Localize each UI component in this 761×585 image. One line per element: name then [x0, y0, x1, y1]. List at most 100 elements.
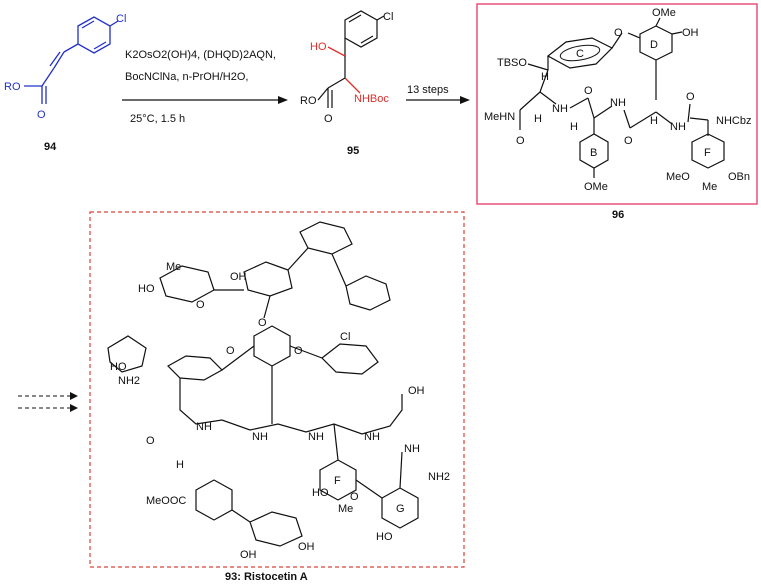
bond	[687, 103, 691, 123]
atom-o3: O	[624, 135, 633, 147]
compound-95-label: 95	[347, 145, 359, 157]
atom-o: O	[294, 345, 303, 357]
amino-sugar	[107, 335, 147, 373]
ring-c-label: C	[576, 48, 584, 60]
bond	[333, 423, 339, 461]
compound-93-label: 93: Ristocetin A	[225, 571, 308, 583]
arrow-1-head	[278, 96, 288, 104]
bond	[331, 253, 347, 287]
aryl-ring-94	[77, 16, 111, 54]
aryl-ring-right	[321, 343, 379, 375]
atom-ho: HO	[310, 41, 327, 53]
c-n-bond	[344, 77, 361, 94]
atom-nh1: NH	[552, 103, 568, 115]
compound-96: OMe O OH C D TBSO H MeHN O H NH O H NH	[484, 7, 751, 193]
bond	[519, 91, 541, 111]
c-oh-bond	[327, 46, 346, 57]
atom-ho-bottom: HO	[376, 531, 393, 543]
sugar-ring-mid	[243, 261, 293, 297]
atom-h4: H	[650, 115, 658, 127]
atom-h: H	[176, 459, 184, 471]
arrow-2-head	[460, 96, 470, 104]
atom-ho: HO	[312, 487, 329, 499]
aryl-ring-center	[253, 325, 291, 367]
atom-cl: Cl	[383, 11, 393, 23]
compound-96-box	[476, 3, 758, 205]
aromatic-bond	[360, 35, 374, 44]
bond	[587, 97, 595, 119]
ring-f-label: F	[334, 475, 341, 487]
aryl-ring-left	[167, 355, 223, 381]
bond	[629, 111, 657, 129]
alkene-double-bond	[49, 51, 61, 67]
atom-o: O	[258, 317, 267, 329]
bond	[289, 345, 323, 359]
vinyl-bond	[63, 43, 79, 53]
atom-ro: RO	[300, 95, 317, 107]
aromatic-bond	[93, 41, 107, 50]
reaction-arrow-1: K2OsO2(OH)4, (DHQD)2AQN, BocNClNa, n-PrO…	[122, 49, 288, 125]
bond	[627, 32, 641, 39]
aromatic-bond	[81, 20, 95, 29]
c-cl-bond	[109, 20, 119, 27]
atom-oh: OH	[230, 271, 247, 283]
atom-nh2: NH	[610, 97, 626, 109]
bond	[671, 31, 683, 35]
bond	[655, 17, 661, 27]
bond	[539, 69, 549, 93]
ring-b	[579, 133, 609, 169]
atom-h2: H	[534, 113, 542, 125]
dashed-arrow-2-head	[70, 404, 78, 412]
atom-me: Me	[702, 181, 717, 193]
sugar-ring-right	[345, 275, 391, 311]
bond	[569, 97, 589, 109]
ring-g-label: G	[396, 503, 405, 515]
ring-c-aromatic	[559, 44, 601, 62]
atom-o1: O	[516, 135, 525, 147]
atom-meooc: MeOOC	[146, 495, 186, 507]
atom-nh: NH	[404, 443, 420, 455]
bond	[287, 247, 309, 271]
atom-ro: RO	[4, 81, 21, 93]
atom-tbso: TBSO	[497, 57, 527, 69]
reagents-line-1: K2OsO2(OH)4, (DHQD)2AQN,	[125, 49, 276, 61]
atom-me: Me	[338, 503, 353, 515]
sugar-ring-bottom	[249, 511, 303, 547]
compound-94: Cl RO O 94	[4, 13, 126, 153]
peptide-backbone	[179, 378, 403, 435]
bond	[611, 32, 623, 49]
aryl-ring-95	[344, 10, 378, 48]
ring-f	[691, 133, 725, 169]
atom-nh: NH	[252, 431, 268, 443]
aryl-ring-bottom-left	[195, 479, 233, 521]
atom-oh: OH	[408, 385, 425, 397]
atom-o: O	[37, 109, 46, 121]
atom-cl: Cl	[340, 331, 350, 343]
bond	[231, 509, 251, 523]
bond	[623, 109, 631, 129]
compound-94-label: 94	[44, 141, 57, 153]
atom-o: O	[196, 299, 205, 311]
atom-nh3: NH	[670, 121, 686, 133]
compound-96-label: 96	[612, 209, 624, 221]
c-cl-bond	[376, 15, 385, 21]
ring-f-label: F	[704, 147, 711, 159]
aromatic-bond	[348, 14, 362, 23]
c-ester-bond	[327, 77, 346, 89]
sugar-ring-top	[299, 221, 353, 255]
atom-nh2: NH2	[428, 471, 450, 483]
bond	[689, 117, 709, 121]
atom-oh: OH	[240, 549, 257, 561]
compound-93: HO Me O OH O HO NH2 O O Cl OH NH NH NH N…	[107, 221, 450, 561]
atom-oh: OH	[298, 541, 315, 553]
atom-o: O	[226, 345, 235, 357]
bond	[221, 345, 255, 371]
bond	[527, 63, 549, 71]
bond	[539, 91, 557, 105]
atom-cl: Cl	[116, 13, 126, 25]
compound-95: Cl HO NHBoc RO O 95	[300, 10, 393, 157]
alkene-bond	[53, 51, 65, 69]
bond	[263, 295, 271, 319]
atom-nh: NH	[308, 431, 324, 443]
